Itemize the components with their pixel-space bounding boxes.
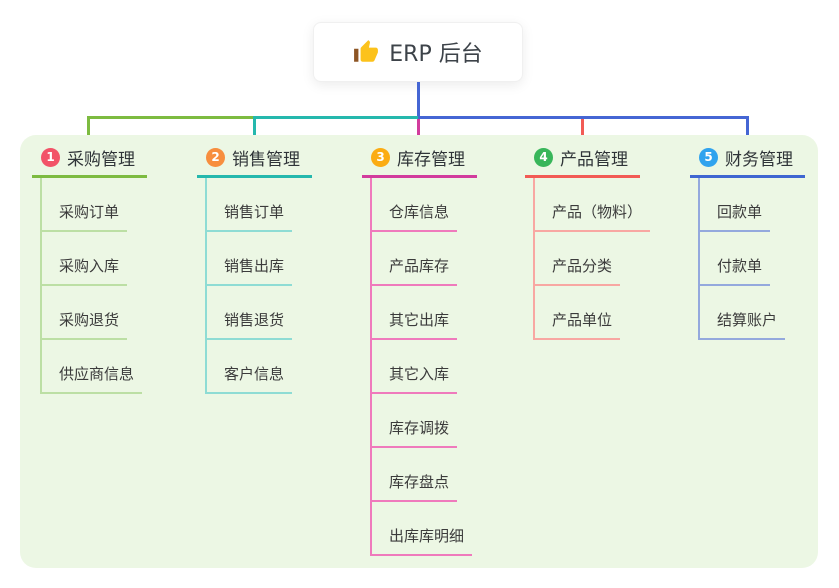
- child-node: 付款单: [700, 232, 785, 286]
- branch-children: 销售订单 销售出库 销售退货 客户信息: [205, 178, 293, 394]
- child-node-label[interactable]: 客户信息: [207, 363, 293, 394]
- branch-label: 采购管理: [67, 149, 135, 170]
- child-node: 销售退货: [207, 286, 293, 340]
- branch-children: 回款单 付款单 结算账户: [698, 178, 786, 340]
- child-node-label[interactable]: 采购入库: [42, 255, 128, 286]
- child-node: 其它出库: [372, 286, 472, 340]
- child-node: 采购订单: [42, 178, 142, 232]
- branch-number-badge: 3: [371, 147, 390, 167]
- branch-label: 库存管理: [397, 149, 465, 170]
- branch-header[interactable]: 2 销售管理: [197, 143, 312, 178]
- branch-header[interactable]: 5 财务管理: [690, 143, 805, 178]
- connector-horizontal-blue: [418, 116, 749, 119]
- branch-header[interactable]: 1 采购管理: [32, 143, 147, 178]
- child-node-label[interactable]: 采购退货: [42, 309, 128, 340]
- child-node-label[interactable]: 库存调拨: [372, 417, 458, 448]
- child-node-label[interactable]: 供应商信息: [42, 363, 143, 394]
- child-node-label[interactable]: 产品库存: [372, 255, 458, 286]
- child-node: 产品（物料）: [535, 178, 651, 232]
- child-node: 结算账户: [700, 286, 786, 340]
- branch-inventory-management: 3 库存管理 仓库信息 产品库存 其它出库 其它入库 库存调拨 库存盘点 出库库…: [362, 143, 522, 556]
- child-node: 库存盘点: [372, 448, 472, 502]
- branch-label: 销售管理: [232, 149, 300, 170]
- child-node-label[interactable]: 回款单: [700, 201, 771, 232]
- branch-label: 财务管理: [725, 149, 793, 170]
- branch-sales-management: 2 销售管理 销售订单 销售出库 销售退货 客户信息: [197, 143, 357, 394]
- thumbs-up-icon: [353, 39, 379, 65]
- child-node-label[interactable]: 产品分类: [535, 255, 621, 286]
- child-node-label[interactable]: 销售出库: [207, 255, 293, 286]
- branch-product-management: 4 产品管理 产品（物料） 产品分类 产品单位: [525, 143, 685, 340]
- child-node-label[interactable]: 付款单: [700, 255, 771, 286]
- child-node-label[interactable]: 采购订单: [42, 201, 128, 232]
- child-node: 库存调拨: [372, 394, 472, 448]
- branch-number-badge: 2: [206, 147, 225, 167]
- child-node: 销售出库: [207, 232, 293, 286]
- branch-number-badge: 5: [699, 147, 718, 167]
- branch-finance-management: 5 财务管理 回款单 付款单 结算账户: [690, 143, 839, 340]
- connector-drop-inventory: [417, 119, 420, 147]
- child-node: 采购入库: [42, 232, 142, 286]
- root-node[interactable]: ERP 后台: [313, 22, 523, 82]
- child-node-label[interactable]: 结算账户: [700, 309, 786, 340]
- connector-drop-product: [581, 119, 584, 147]
- branch-label: 产品管理: [560, 149, 628, 170]
- connector-horizontal-green: [88, 116, 254, 119]
- branch-purchase-management: 1 采购管理 采购订单 采购入库 采购退货 供应商信息: [32, 143, 192, 394]
- branch-children: 产品（物料） 产品分类 产品单位: [533, 178, 651, 340]
- child-node-label[interactable]: 出库库明细: [372, 525, 473, 556]
- branch-header[interactable]: 4 产品管理: [525, 143, 640, 178]
- child-node: 供应商信息: [42, 340, 143, 394]
- child-node: 客户信息: [207, 340, 293, 394]
- child-node: 回款单: [700, 178, 785, 232]
- child-node-label[interactable]: 产品（物料）: [535, 201, 651, 232]
- child-node-label[interactable]: 其它入库: [372, 363, 458, 394]
- child-node-label[interactable]: 销售退货: [207, 309, 293, 340]
- child-node-label[interactable]: 其它出库: [372, 309, 458, 340]
- branches-panel: [20, 135, 818, 568]
- child-node: 采购退货: [42, 286, 142, 340]
- connector-drop-sales: [253, 116, 256, 147]
- child-node: 仓库信息: [372, 178, 472, 232]
- child-node-label[interactable]: 销售订单: [207, 201, 293, 232]
- child-node-label[interactable]: 产品单位: [535, 309, 621, 340]
- child-node-label[interactable]: 库存盘点: [372, 471, 458, 502]
- child-node: 出库库明细: [372, 502, 473, 556]
- connector-drop-purchase: [87, 116, 90, 147]
- branch-children: 采购订单 采购入库 采购退货 供应商信息: [40, 178, 143, 394]
- child-node: 产品单位: [535, 286, 650, 340]
- connector-horizontal-teal: [254, 116, 418, 119]
- branch-number-badge: 1: [41, 147, 60, 167]
- child-node: 销售订单: [207, 178, 293, 232]
- child-node: 产品分类: [535, 232, 650, 286]
- root-title: ERP 后台: [389, 42, 483, 67]
- child-node: 产品库存: [372, 232, 472, 286]
- branch-header[interactable]: 3 库存管理: [362, 143, 477, 178]
- branch-children: 仓库信息 产品库存 其它出库 其它入库 库存调拨 库存盘点 出库库明细: [370, 178, 473, 556]
- connector-drop-finance: [746, 116, 749, 147]
- connector-root-vertical: [417, 82, 420, 116]
- child-node: 其它入库: [372, 340, 472, 394]
- child-node-label[interactable]: 仓库信息: [372, 201, 458, 232]
- branch-number-badge: 4: [534, 147, 553, 167]
